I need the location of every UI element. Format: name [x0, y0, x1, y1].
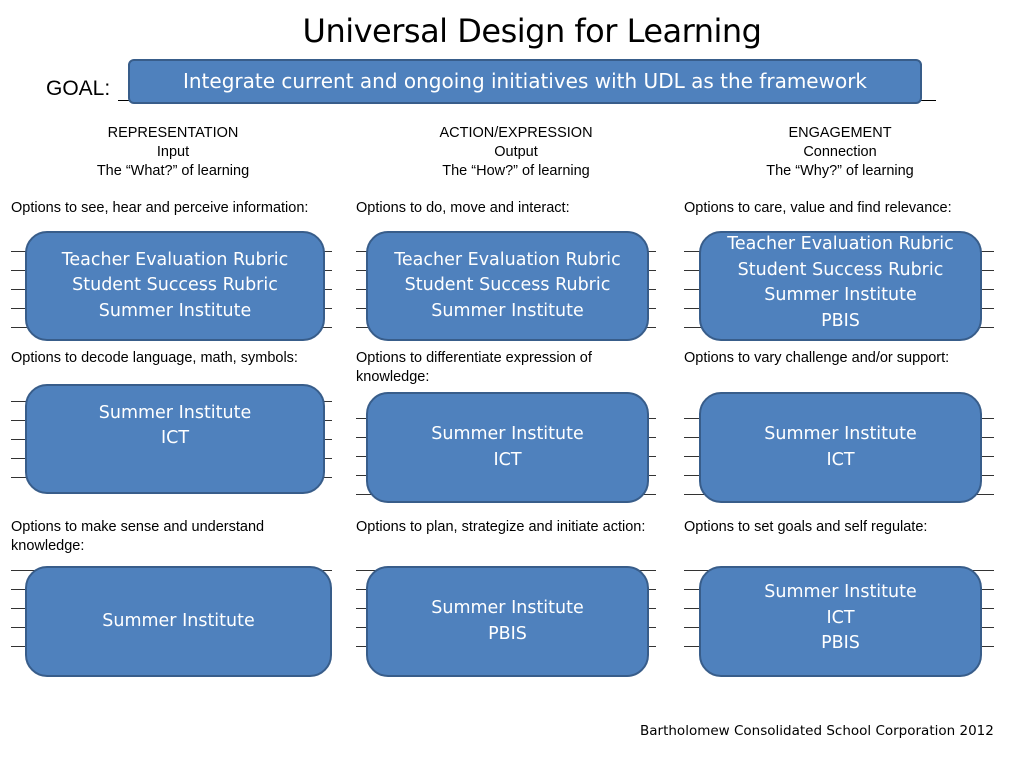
column-tagline: The “How?” of learning — [442, 163, 590, 179]
initiative-item: Student Success Rubric — [737, 259, 944, 280]
option-label: Options to see, hear and perceive inform… — [11, 200, 309, 216]
initiative-box: Summer Institute ICT — [366, 392, 649, 503]
column-heading: REPRESENTATION — [107, 125, 239, 141]
option-label: Options to differentiate expression of k… — [356, 350, 592, 385]
initiative-item: Teacher Evaluation Rubric — [394, 249, 621, 270]
initiative-item: Summer Institute — [98, 402, 252, 423]
initiative-box: Summer Institute ICT — [25, 384, 325, 494]
column-heading: ENGAGEMENT — [788, 125, 892, 141]
option-label: Options to make sense and understand kno… — [11, 519, 265, 554]
initiative-item: Summer Institute — [431, 598, 584, 618]
goal-box: Integrate current and ongoing initiative… — [128, 59, 922, 104]
option-label: Options to decode language, math, symbol… — [11, 350, 298, 366]
initiative-item: Student Success Rubric — [404, 275, 611, 296]
initiative-item: Summer Institute — [431, 300, 584, 321]
initiative-box: Teacher Evaluation Rubric Student Succes… — [366, 231, 649, 341]
initiative-box: Summer Institute PBIS — [366, 566, 649, 677]
initiative-box: Teacher Evaluation Rubric Student Succes… — [25, 231, 325, 341]
initiative-box: Summer Institute ICT PBIS — [699, 566, 982, 677]
initiative-item: Summer Institute — [98, 300, 252, 321]
footer-credit: Bartholomew Consolidated School Corporat… — [640, 723, 994, 739]
column-subheading: Output — [494, 144, 538, 160]
initiative-item: Summer Institute — [102, 610, 255, 631]
initiative-item: Summer Institute — [764, 582, 917, 603]
initiative-item: PBIS — [488, 623, 527, 644]
column-subheading: Input — [156, 144, 190, 160]
initiative-item: Teacher Evaluation Rubric — [727, 234, 954, 254]
goal-label: GOAL: — [46, 77, 111, 100]
option-label: Options to vary challenge and/or support… — [684, 350, 950, 366]
column-subheading: Connection — [803, 144, 877, 160]
initiative-item: Summer Institute — [764, 424, 917, 444]
initiative-box: Teacher Evaluation Rubric Student Succes… — [699, 231, 982, 341]
initiative-item: ICT — [493, 449, 522, 470]
initiative-item: ICT — [826, 449, 855, 470]
initiative-item: ICT — [826, 607, 855, 628]
column-header-engagement: ENGAGEMENT Connection The “Why?” of lear… — [690, 124, 990, 181]
option-label: Options to do, move and interact: — [356, 200, 570, 216]
option-label: Options to plan, strategize and initiate… — [356, 519, 646, 535]
column-tagline: The “What?” of learning — [96, 163, 250, 179]
initiative-item: Teacher Evaluation Rubric — [61, 249, 289, 270]
page-title: Universal Design for Learning — [302, 12, 762, 50]
column-header-representation: REPRESENTATION Input The “What?” of lear… — [23, 124, 323, 181]
initiative-item: Student Success Rubric — [72, 275, 278, 296]
initiative-item: ICT — [160, 428, 190, 448]
initiative-item: Summer Institute — [431, 424, 584, 444]
column-header-action-expression: ACTION/EXPRESSION Output The “How?” of l… — [366, 124, 666, 181]
initiative-item: PBIS — [821, 633, 860, 654]
column-heading: ACTION/EXPRESSION — [439, 125, 593, 141]
initiative-box: Summer Institute ICT — [699, 392, 982, 503]
initiative-box: Summer Institute — [25, 566, 332, 677]
option-label: Options to care, value and find relevanc… — [684, 200, 952, 216]
initiative-item: PBIS — [821, 310, 860, 331]
initiative-item: Summer Institute — [764, 285, 917, 305]
option-label: Options to set goals and self regulate: — [684, 519, 928, 535]
column-tagline: The “Why?” of learning — [766, 163, 914, 179]
